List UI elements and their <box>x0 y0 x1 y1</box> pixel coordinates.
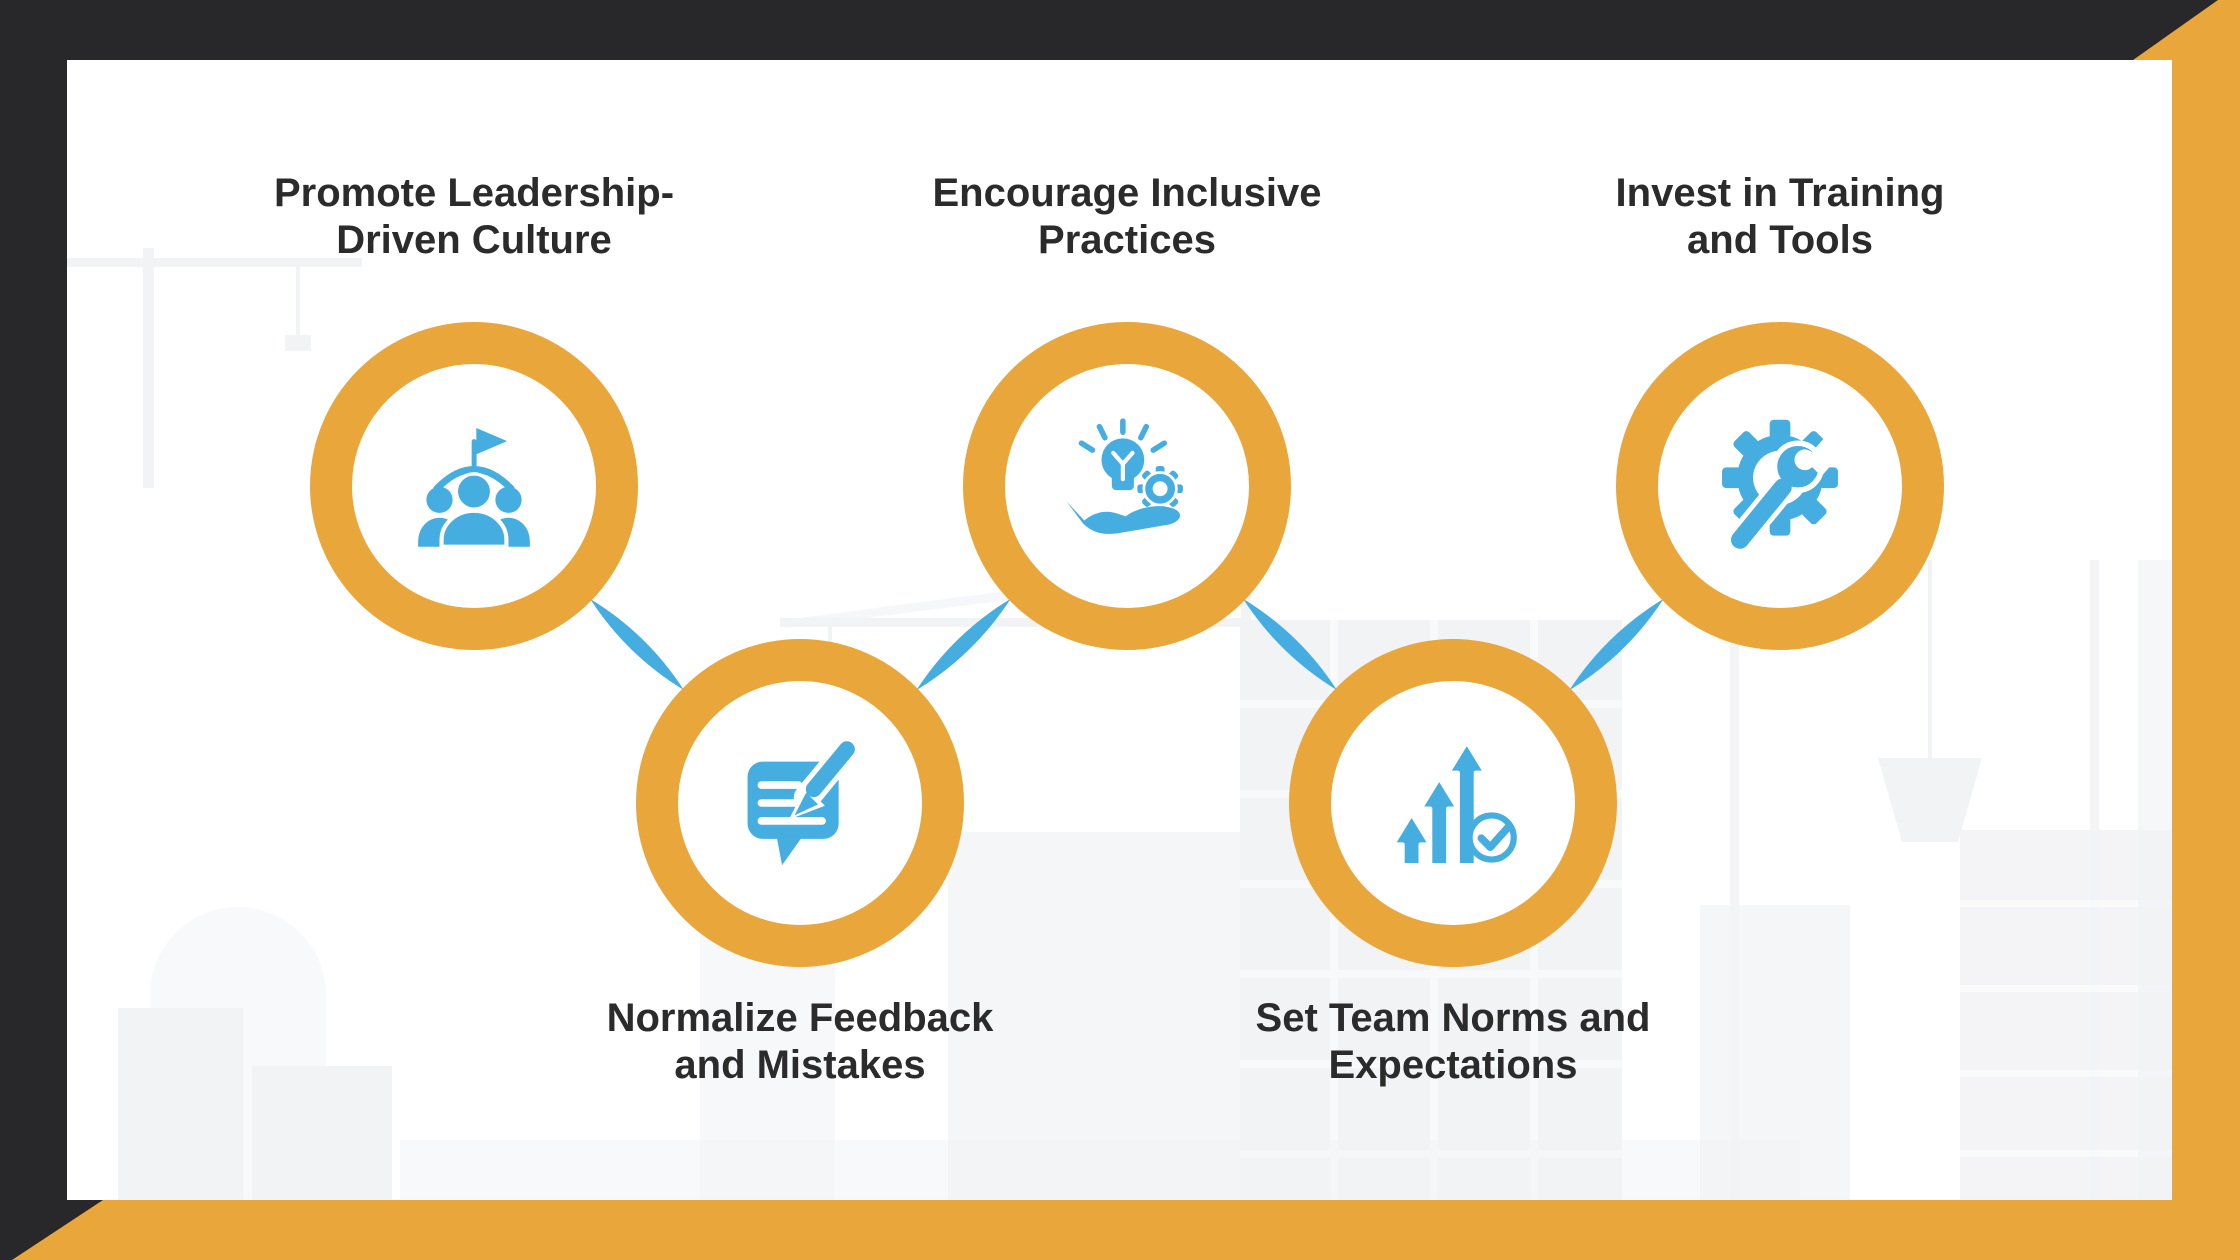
label-line: Set Team Norms and <box>1255 996 1651 1040</box>
label-line: Normalize Feedback <box>606 996 994 1040</box>
connector-lines <box>590 598 1664 691</box>
node-normalize-feedback-and-mistakes <box>636 639 964 967</box>
label-line: and Mistakes <box>674 1043 926 1087</box>
leadership-icon <box>418 428 530 549</box>
circle-ring <box>636 639 964 967</box>
node-label: Encourage Inclusive Practices <box>932 170 1321 264</box>
node-invest-in-training-and-tools <box>1616 322 1944 650</box>
label-line: Promote Leadership- <box>273 171 675 215</box>
node-label: Invest in Training and Tools <box>1616 170 1945 264</box>
connector-line <box>916 598 1011 691</box>
circle-ring <box>963 322 1291 650</box>
circle-ring <box>310 322 638 650</box>
growth-check-icon <box>1390 740 1517 868</box>
connector-line <box>1243 598 1337 691</box>
label-line: Driven Culture <box>336 218 612 262</box>
feedback-icon <box>747 737 859 866</box>
connector-line <box>1569 598 1664 691</box>
node-promote-leadership-driven-culture <box>310 322 638 650</box>
training-tools-icon <box>1722 419 1841 554</box>
connector-line <box>590 598 684 691</box>
node-label: Normalize Feedback and Mistakes <box>607 995 994 1089</box>
label-line: Expectations <box>1328 1043 1578 1087</box>
node-label: Promote Leadership- Driven Culture <box>274 170 674 264</box>
label-line: Invest in Training <box>1615 171 1945 215</box>
circle-ring <box>1289 639 1617 967</box>
circle-ring <box>1616 322 1944 650</box>
inclusive-idea-icon <box>1066 418 1183 534</box>
node-set-team-norms-and-expectations <box>1289 639 1617 967</box>
label-line: Practices <box>1038 218 1216 262</box>
label-line: Encourage Inclusive <box>932 171 1322 215</box>
node-label: Set Team Norms and Expectations <box>1256 995 1651 1089</box>
node-encourage-inclusive-practices <box>963 322 1291 650</box>
label-line: and Tools <box>1687 218 1873 262</box>
